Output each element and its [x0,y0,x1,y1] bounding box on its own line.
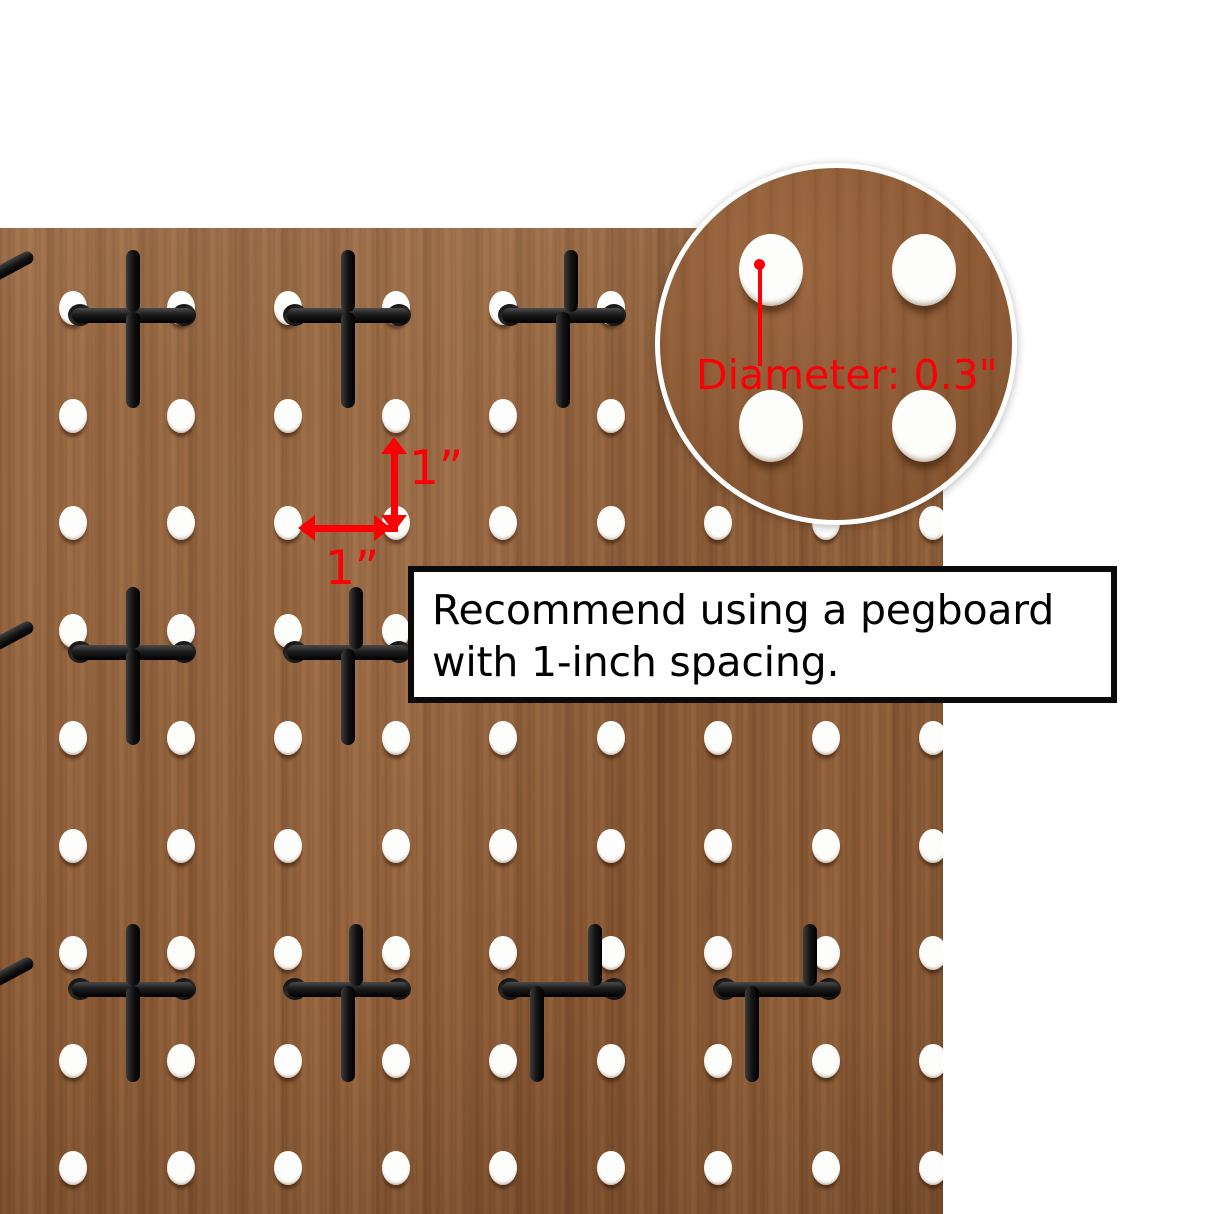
pegboard-hole [811,1043,840,1078]
hook-upper-prong [564,250,578,312]
pegboard-hole [704,1043,732,1078]
pegboard-hole [919,1151,943,1185]
pegboard-hole [489,1043,517,1078]
pegboard-hole [166,1043,195,1078]
pegboard-hole [596,828,625,863]
loose-peg [0,619,36,658]
pegboard-hole [166,506,195,540]
pegboard-hole [166,828,195,863]
pegboard-hole [919,506,943,540]
hook-stem [745,986,759,1082]
pegboard-hole [166,936,195,970]
pegboard-hole [166,721,195,755]
hook-stem [556,312,570,408]
pegboard-hole [489,721,517,755]
hook-stem [126,986,140,1082]
pegboard-spacing-recommendation: Recommend using a pegboard with 1-inch s… [408,566,1117,703]
callout-line-2: with 1-inch spacing. [432,638,840,687]
arrow-left-icon [298,515,315,541]
pegboard-hole [166,398,195,433]
arrow-up-icon [381,437,407,454]
pegboard-hole [274,398,302,433]
arrow-right-icon [374,515,391,541]
pegboard-hole [59,936,87,970]
pegboard-hole [919,936,943,970]
hole-diameter-magnifier [655,163,1017,525]
hook-upper-prong [803,924,817,986]
hook-stem [341,312,355,408]
pegboard-hole [489,506,517,540]
pegboard-hole [704,828,732,863]
pegboard-hole [489,398,517,433]
pegboard-hole [59,1043,87,1078]
diameter-measure-point [754,259,765,270]
pegboard-hole [596,721,625,755]
hook-upper-prong [349,924,363,986]
hook-upper-prong [126,587,140,649]
pegboard-hole [704,936,732,970]
loose-peg [0,249,36,288]
pegboard-hole [274,828,302,863]
pegboard-hole [274,506,302,540]
pegboard-hole [811,828,840,863]
diameter-leader-line [758,266,762,366]
magnified-hole-top-left [739,234,803,306]
pegboard-hole [274,721,302,755]
pegboard-hole [489,936,517,970]
pegboard-hole [381,398,410,433]
pegboard-hole [704,506,732,540]
pegboard-hole [381,721,410,755]
hook-stem [341,986,355,1082]
hook-upper-prong [126,250,140,312]
pegboard-hole [489,1151,517,1185]
pegboard-hole [596,1043,625,1078]
pegboard-hole [811,1151,840,1185]
callout-line-1: Recommend using a pegboard [432,586,1055,634]
pegboard-hole [59,506,87,540]
hook-upper-prong [349,587,363,649]
vertical-dimension-line [391,452,398,532]
pegboard-hole [704,1151,732,1185]
hook-stem [530,986,544,1082]
pegboard-hole [596,506,625,540]
magnified-hole-top-right [892,234,956,306]
pegboard-hole [596,398,625,433]
hook-crossbar [717,982,839,997]
pegboard-hole [596,1151,625,1185]
pegboard-hole [381,1043,410,1078]
pegboard-hole [381,936,410,970]
pegboard-hole [704,721,732,755]
hook-upper-prong [341,250,355,312]
hook-crossbar [502,982,624,997]
pegboard-hole [274,936,302,970]
pegboard-hole [919,1043,943,1078]
vertical-dimension-label: 1” [409,441,464,496]
diameter-label: Diameter: 0.3" [696,351,998,399]
pegboard-hole [919,828,943,863]
pegboard-hole [811,721,840,755]
magnified-hole-bottom-left [739,390,803,462]
pegboard-hole [274,1151,302,1185]
horizontal-dimension-label: 1” [325,541,380,596]
pegboard-hole [919,721,943,755]
pegboard-hole [274,1043,302,1078]
pegboard-hole [59,1151,87,1185]
loose-peg [0,955,36,994]
pegboard-hole [489,828,517,863]
pegboard-hole [381,828,410,863]
pegboard-hole [166,1151,195,1185]
pegboard-hole [59,398,87,433]
hook-upper-prong [126,924,140,986]
hook-stem [341,649,355,745]
horizontal-dimension-line [313,525,391,532]
hook-stem [126,649,140,745]
hook-stem [126,312,140,408]
pegboard-hole [381,1151,410,1185]
pegboard-hole [59,828,87,863]
magnified-hole-bottom-right [892,390,956,462]
pegboard-hole [59,721,87,755]
hook-upper-prong [588,924,602,986]
